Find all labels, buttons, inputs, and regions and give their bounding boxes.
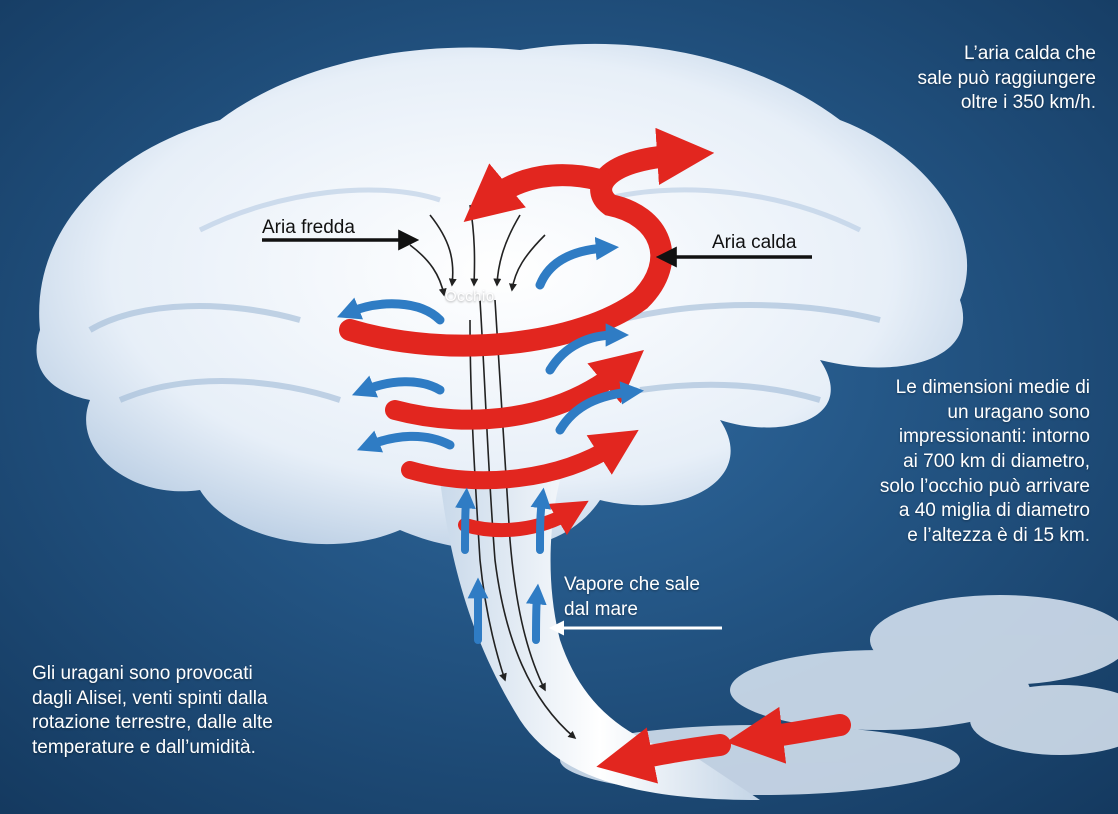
label-warm-air: Aria calda xyxy=(712,231,797,256)
note-hurricane-dimensions: Le dimensioni medie di un uragano sono i… xyxy=(790,376,1090,549)
label-cold-air: Aria fredda xyxy=(262,216,355,241)
note-hurricane-causes: Gli uragani sono provocati dagli Alisei,… xyxy=(32,662,362,761)
label-eye: Occhio xyxy=(445,287,495,307)
note-warm-air-speed: L’aria calda che sale può raggiungere ol… xyxy=(796,42,1096,116)
label-vapor: Vapore che sale dal mare xyxy=(564,573,764,622)
